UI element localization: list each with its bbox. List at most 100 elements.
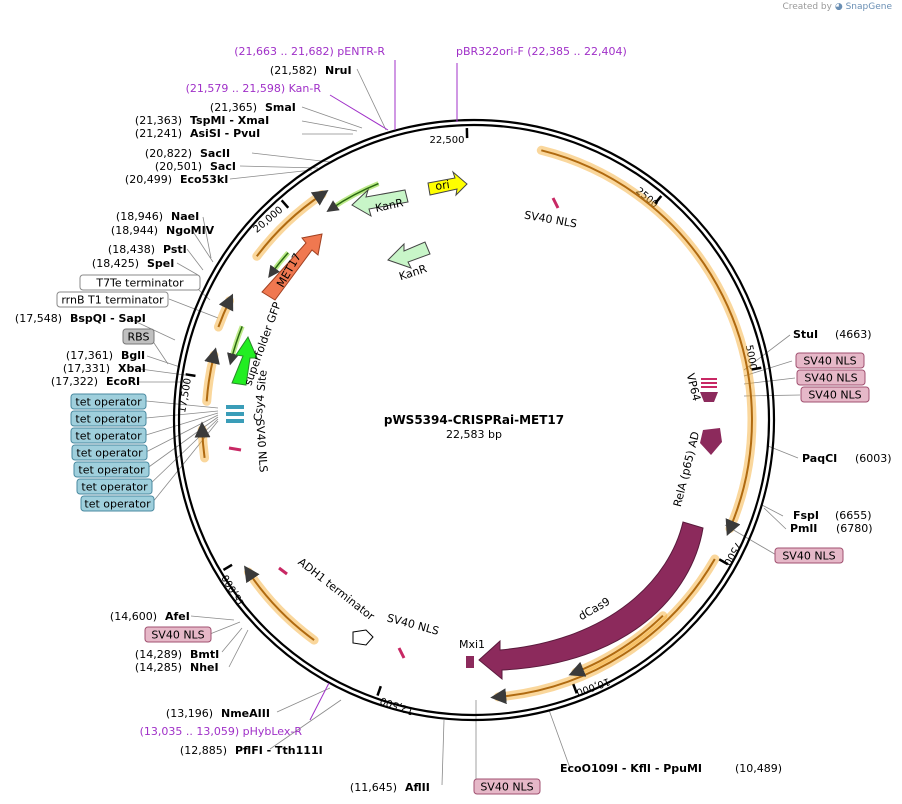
feature-box-tet2 bbox=[70, 410, 147, 427]
sv40-nls-mark bbox=[397, 647, 406, 659]
backbone-inner-ring bbox=[172, 118, 776, 722]
labels: (21,582)NruI(21,365)SmaI(21,363)TspMI - … bbox=[15, 45, 892, 795]
feature-label-ori: ori bbox=[435, 178, 451, 193]
site-position: (18,946) bbox=[116, 210, 163, 223]
primer-label-phyblex: (13,035 .. 13,059) pHybLex-R bbox=[140, 725, 303, 738]
tick-label: 17,500 bbox=[177, 377, 194, 413]
label-connector bbox=[145, 400, 219, 409]
feature-box-tet7 bbox=[80, 495, 155, 512]
feature-box-label-rbs: RBS bbox=[128, 331, 150, 344]
feature-box-label-tet7: tet operator bbox=[84, 498, 151, 511]
label-connector bbox=[151, 420, 219, 504]
site-name-aflii: AflII bbox=[405, 781, 430, 794]
sv40-nls-mark bbox=[551, 197, 560, 209]
label-connector bbox=[186, 248, 204, 271]
feature-box-nls2 bbox=[796, 369, 866, 386]
site-position: (20,499) bbox=[125, 173, 172, 186]
label-connector bbox=[743, 377, 796, 385]
site-position: (21,241) bbox=[135, 127, 182, 140]
label-connector bbox=[239, 165, 319, 169]
watermark-brand: SnapGene bbox=[845, 2, 892, 12]
tick-mark bbox=[376, 685, 382, 697]
feature-box-rbs bbox=[122, 328, 155, 345]
adh1-terminator-shape bbox=[352, 629, 374, 646]
vp64-nls-mark bbox=[701, 386, 717, 388]
backbone bbox=[172, 118, 776, 722]
site-position: (6003) bbox=[855, 452, 892, 465]
feature-label-rela: RelA (p65) AD bbox=[671, 430, 702, 508]
vp64-nls-mark bbox=[701, 378, 717, 380]
feature-box-label-t7te: T7Te terminator bbox=[95, 277, 184, 290]
label-connector bbox=[276, 687, 331, 713]
label-connectors bbox=[127, 68, 801, 786]
tick-mark bbox=[280, 199, 290, 209]
site-position: (18,944) bbox=[111, 224, 158, 237]
site-position: (4663) bbox=[835, 328, 872, 341]
tick-label: 15,000 bbox=[220, 572, 247, 608]
csy4-site-block bbox=[226, 419, 244, 423]
feature-label-sv40_nls_top: SV40 NLS bbox=[523, 209, 578, 231]
site-name-xbai: XbaI bbox=[118, 362, 146, 375]
tick-mark bbox=[185, 373, 196, 378]
feature-box-tet4 bbox=[71, 444, 148, 461]
feature-box-tet5 bbox=[73, 461, 150, 478]
label-connector bbox=[191, 229, 214, 263]
tick-label: 22,500 bbox=[430, 135, 465, 146]
cds-direction-arc bbox=[256, 190, 329, 257]
site-name-afei: AfeI bbox=[165, 610, 190, 623]
label-connector bbox=[145, 412, 219, 436]
site-position: (17,322) bbox=[51, 375, 98, 388]
cds-direction-arc bbox=[490, 558, 716, 705]
tick-mark bbox=[751, 366, 762, 371]
site-position: (11,645) bbox=[350, 781, 397, 794]
label-connector bbox=[168, 298, 219, 319]
site-name-nrui: NruI bbox=[325, 64, 352, 77]
site-name-eco109: EcoO109I - KflI - PpuMI bbox=[560, 762, 702, 775]
label-connector bbox=[269, 699, 342, 750]
label-connector bbox=[761, 504, 784, 517]
site-name-asisi: AsiSI - PvuI bbox=[190, 127, 260, 140]
site-position: (13,196) bbox=[166, 707, 213, 720]
dcas9-arrow bbox=[478, 521, 704, 681]
gfp-arrow bbox=[231, 335, 258, 386]
feature-box-t7te bbox=[79, 274, 201, 291]
site-name-bgli: BglI bbox=[121, 349, 145, 362]
feature-label-kanr_top: KanR bbox=[374, 196, 405, 215]
primer-label-pentr: (21,663 .. 21,682) pENTR-R bbox=[234, 45, 385, 58]
ori-arrow bbox=[427, 170, 468, 197]
feature-box-rrnb bbox=[56, 291, 169, 308]
site-name-saci: SacI bbox=[210, 160, 236, 173]
feature-box-label-rrnb: rrnB T1 terminator bbox=[61, 294, 164, 307]
site-name-ngomiv: NgoMIV bbox=[166, 224, 215, 237]
plasmid-length: 22,583 bp bbox=[446, 428, 502, 441]
site-position: (21,363) bbox=[135, 114, 182, 127]
site-position: (17,331) bbox=[63, 362, 110, 375]
site-position: (18,438) bbox=[108, 243, 155, 256]
primer-label-kanr-primer: (21,579 .. 21,598) Kan-R bbox=[186, 82, 322, 95]
site-position: (17,548) bbox=[15, 312, 62, 325]
feature-box-nls5 bbox=[144, 626, 212, 643]
feature-box-label-nls3: SV40 NLS bbox=[808, 389, 861, 402]
feature-box-label-tet1: tet operator bbox=[75, 396, 142, 409]
cds-direction-arc bbox=[244, 565, 315, 641]
cds-direction-arc bbox=[204, 347, 220, 402]
feature-box-label-nls4: SV40 NLS bbox=[782, 550, 835, 563]
label-connector bbox=[763, 507, 787, 530]
site-position: (21,365) bbox=[210, 101, 257, 114]
site-name-smai: SmaI bbox=[265, 101, 296, 114]
vp64-arrow bbox=[700, 392, 718, 402]
site-position: (14,289) bbox=[135, 648, 182, 661]
tick-mark bbox=[653, 195, 663, 205]
site-position: (6780) bbox=[836, 522, 873, 535]
site-name-nhei: NheI bbox=[190, 661, 219, 674]
site-name-ecori: EcoRI bbox=[106, 375, 140, 388]
feature-box-label-nls6: SV40 NLS bbox=[480, 781, 533, 794]
green-arc-direction bbox=[268, 252, 289, 278]
feature-label-sv40_nls_left: SV40 NLS bbox=[253, 419, 270, 473]
site-position: (10,489) bbox=[735, 762, 782, 775]
site-position: (20,822) bbox=[145, 147, 192, 160]
met17-arrow bbox=[261, 233, 323, 301]
label-connector bbox=[743, 360, 793, 377]
label-connector bbox=[146, 355, 181, 368]
